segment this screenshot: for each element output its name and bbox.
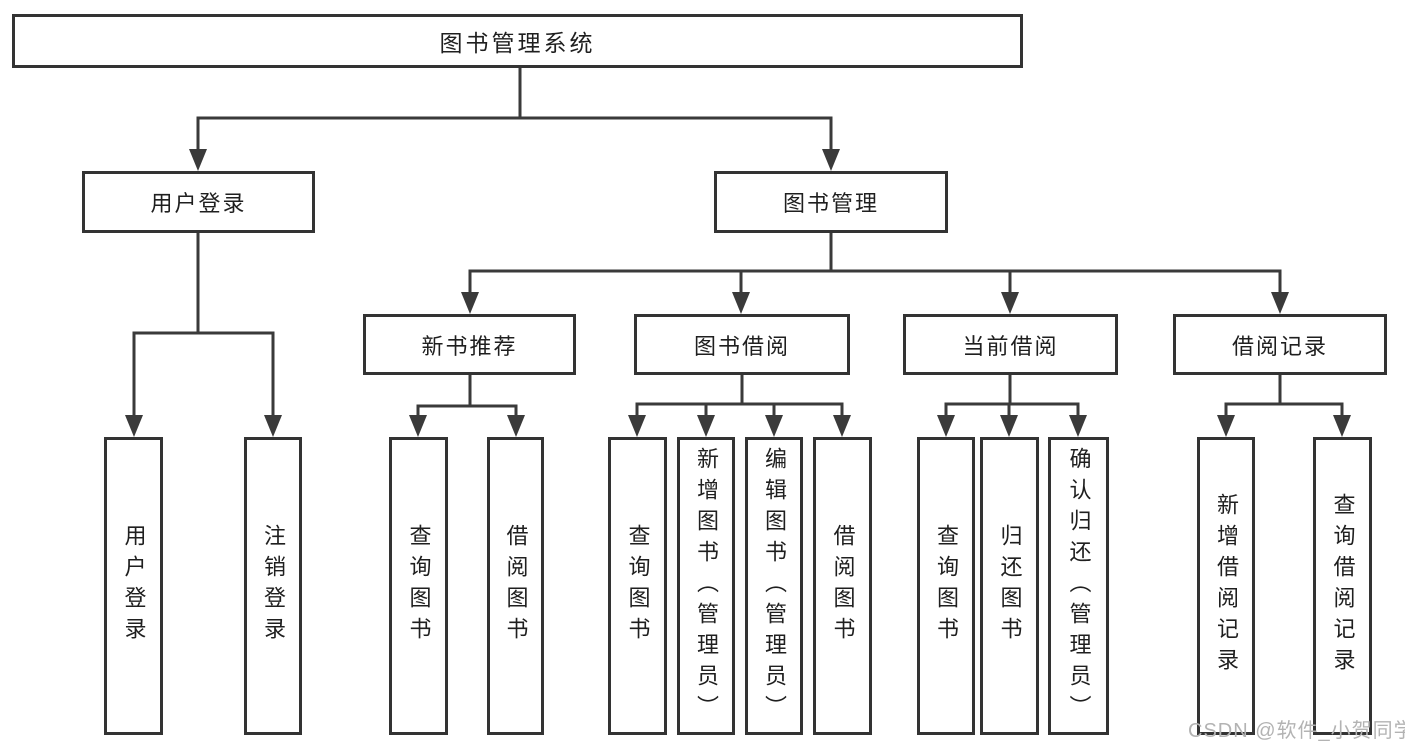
node-book-borrow: 图书借阅 — [634, 314, 850, 375]
leaf-recommend-query-books: 查询图书 — [389, 437, 448, 735]
node-current-borrow: 当前借阅 — [903, 314, 1118, 375]
leaf-edit-books-admin-label: 编辑图书（管理员） — [762, 446, 787, 726]
leaf-recommend-borrow-books: 借阅图书 — [487, 437, 544, 735]
leaf-borrow-books: 借阅图书 — [813, 437, 872, 735]
leaf-borrow-books-label: 借阅图书 — [830, 524, 856, 648]
leaf-return-books: 归还图书 — [980, 437, 1039, 735]
leaf-user-login-label: 用户登录 — [121, 524, 147, 648]
leaf-recommend-query-books-label: 查询图书 — [406, 524, 432, 648]
node-borrow-records: 借阅记录 — [1173, 314, 1387, 375]
leaf-logout-label: 注销登录 — [261, 524, 286, 648]
node-root: 图书管理系统 — [12, 14, 1023, 68]
leaf-edit-books-admin: 编辑图书（管理员） — [745, 437, 803, 735]
watermark: CSDN @软件_小贺同学 — [1188, 720, 1405, 742]
leaf-current-query-books-label: 查询图书 — [934, 524, 959, 648]
node-new-book-recommend: 新书推荐 — [363, 314, 576, 375]
leaf-recommend-borrow-books-label: 借阅图书 — [503, 524, 529, 648]
leaf-confirm-return-admin-label: 确认归还（管理员） — [1066, 446, 1092, 726]
leaf-logout: 注销登录 — [244, 437, 302, 735]
leaf-user-login: 用户登录 — [104, 437, 163, 735]
leaf-borrow-query-books: 查询图书 — [608, 437, 667, 735]
leaf-add-books-admin: 新增图书（管理员） — [677, 437, 735, 735]
node-book-management: 图书管理 — [714, 171, 948, 233]
leaf-query-borrow-record-label: 查询借阅记录 — [1330, 493, 1356, 679]
leaf-add-borrow-record-label: 新增借阅记录 — [1214, 493, 1239, 679]
leaf-confirm-return-admin: 确认归还（管理员） — [1048, 437, 1109, 735]
leaf-add-books-admin-label: 新增图书（管理员） — [694, 446, 719, 726]
leaf-current-query-books: 查询图书 — [917, 437, 975, 735]
leaf-borrow-query-books-label: 查询图书 — [625, 524, 651, 648]
node-user-login-branch: 用户登录 — [82, 171, 315, 233]
leaf-add-borrow-record: 新增借阅记录 — [1197, 437, 1255, 735]
leaf-query-borrow-record: 查询借阅记录 — [1313, 437, 1372, 735]
leaf-return-books-label: 归还图书 — [997, 524, 1023, 648]
